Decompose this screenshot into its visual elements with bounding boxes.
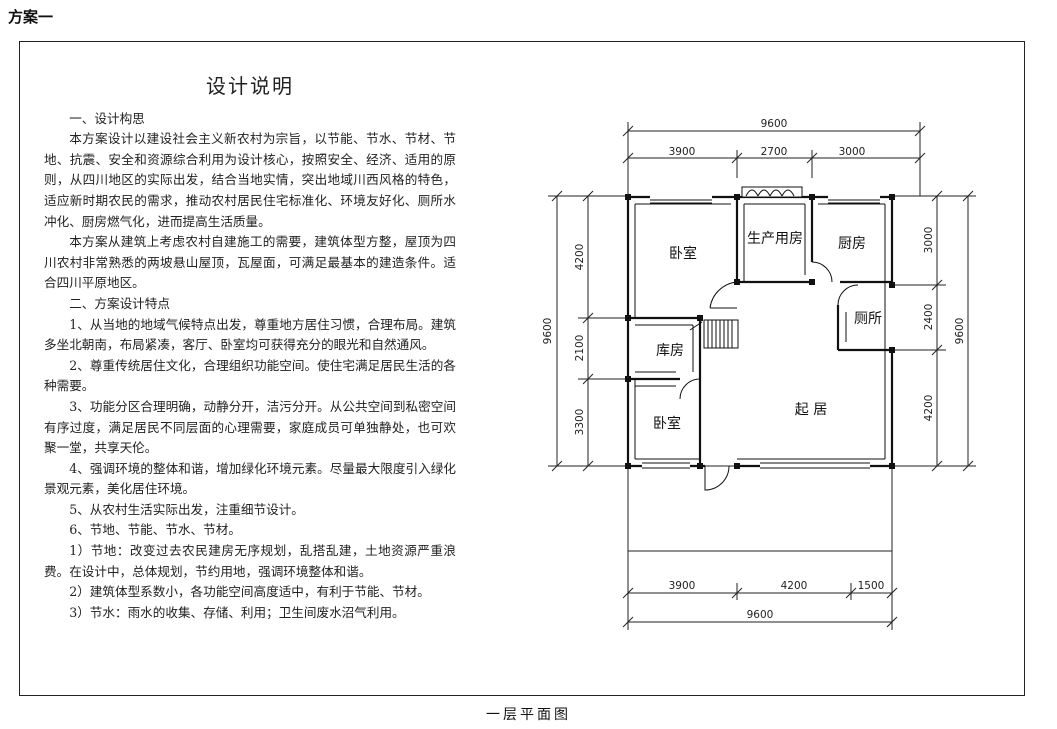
notes-paragraph: 本方案设计以建设社会主义新农村为宗旨，以节能、节水、节材、节地、抗震、安全和资源…	[44, 131, 456, 229]
notes-paragraph: 6、节地、节能、节水、节材。	[69, 522, 241, 538]
notes-paragraph: 本方案从建筑上考虑农村自建施工的需要，建筑体型方整，屋顶为四川农村非常熟悉的两坡…	[44, 234, 456, 291]
room-label-living: 起 居	[795, 402, 827, 418]
design-notes: 设计说明 一、设计构思 本方案设计以建设社会主义新农村为宗旨，以节能、节水、节材…	[44, 72, 456, 623]
dim-right-total: 9600	[954, 318, 966, 345]
room-label-bedroom-top: 卧室	[669, 245, 697, 262]
dim-left-c: 3300	[574, 409, 586, 436]
notes-heading-1: 一、设计构思	[69, 110, 145, 126]
room-label-toilet: 厕所	[854, 311, 882, 327]
notes-paragraph: 1）节地：改变过去农民建房无序规划，乱搭乱建，土地资源严重浪费。在设计中，总体规…	[44, 543, 456, 579]
drawing-frame	[19, 41, 1025, 696]
dim-top-a: 3900	[669, 146, 696, 158]
room-label-storage: 库房	[656, 343, 684, 359]
room-label-kitchen: 厨房	[838, 236, 866, 252]
dim-bottom-b: 4200	[781, 580, 808, 592]
dim-top-total: 9600	[761, 118, 788, 130]
plan-caption: 一层平面图	[486, 707, 571, 723]
dim-right-c: 4200	[923, 395, 935, 422]
dim-bottom-c: 1500	[858, 580, 885, 592]
scheme-label: 方案一	[8, 8, 54, 26]
dim-right-b: 2400	[923, 304, 935, 331]
dim-left-total: 9600	[542, 318, 554, 345]
floor-plan: 卧室 生产用房 厨房 厕所 库房 卧室 起 居 9600 3900 2700 3…	[542, 118, 976, 630]
room-label-production: 生产用房	[747, 231, 803, 247]
notes-title: 设计说明	[206, 74, 294, 98]
notes-paragraph: 2、尊重传统居住文化，合理组织功能空间。使住宅满足居民生活的各种需要。	[44, 357, 456, 394]
notes-paragraph: 2）建筑体型系数小，各功能空间高度适中，有利于节能、节材。	[69, 584, 430, 600]
notes-paragraph: 3）节水：雨水的收集、存储、利用；卫生间废水沼气利用。	[69, 604, 405, 620]
dim-right-a: 3000	[923, 227, 935, 254]
dim-top-b: 2700	[761, 146, 788, 158]
dim-bottom-a: 3900	[669, 580, 696, 592]
notes-heading-2: 二、方案设计特点	[69, 295, 170, 311]
notes-paragraph: 1、从当地的地域气候特点出发，尊重地方居住习惯，合理布局。建筑多坐北朝南，布局紧…	[44, 316, 456, 353]
notes-paragraph: 4、强调环境的整体和谐，增加绿化环境元素。尽量最大限度引入绿化景观元素，美化居住…	[44, 460, 456, 497]
notes-paragraph: 5、从农村生活实际出发，注重细节设计。	[69, 501, 304, 517]
notes-paragraph: 3、功能分区合理明确，动静分开，洁污分开。从公共空间到私密空间有序过度，满足居民…	[44, 398, 456, 456]
dim-left-b: 2100	[574, 335, 586, 362]
room-label-bedroom-bottom: 卧室	[653, 415, 681, 432]
dim-bottom-total: 9600	[747, 609, 774, 621]
dim-top-c: 3000	[839, 146, 866, 158]
dim-left-a: 4200	[574, 244, 586, 271]
